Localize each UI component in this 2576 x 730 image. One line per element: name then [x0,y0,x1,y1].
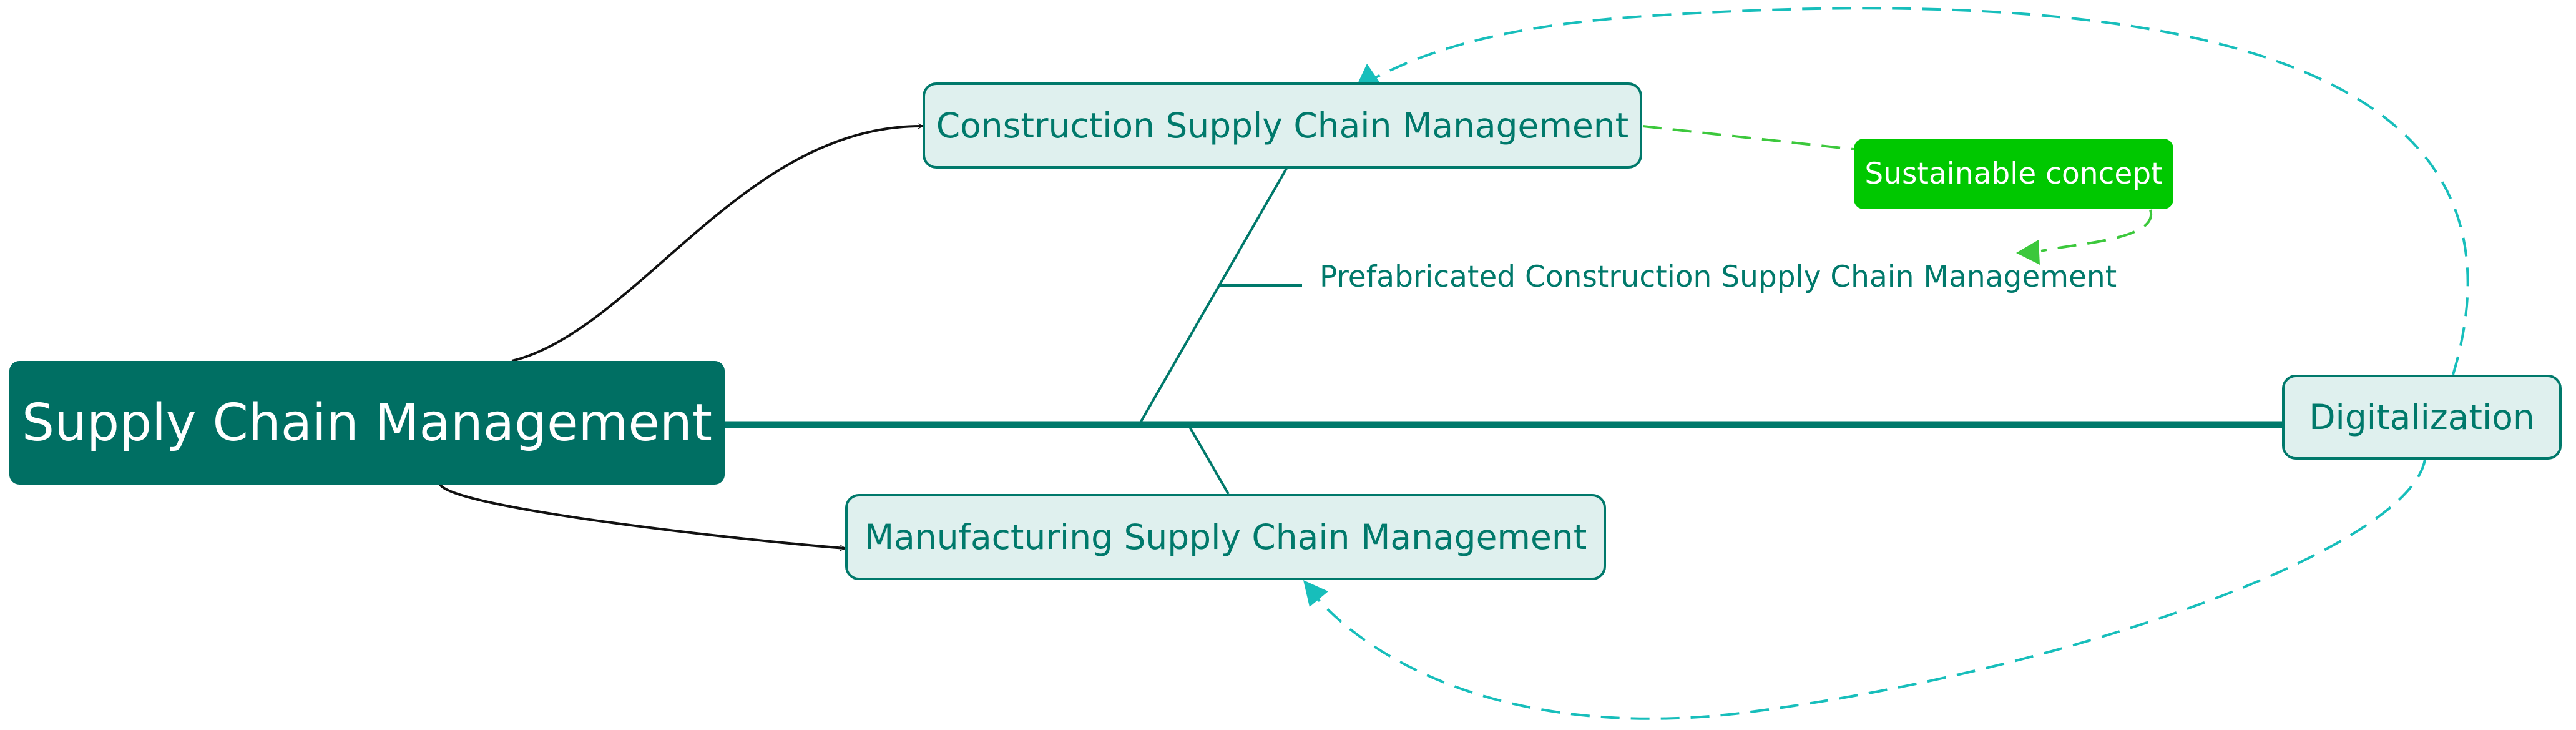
relationship-root-to-mscm [439,483,845,548]
subtopic-prefabricated-scm[interactable]: Prefabricated Construction Supply Chain … [1320,260,2117,294]
relationship-cscm-to-sustain [1642,125,1854,150]
relationship-dig-to-mscm [1316,459,2426,720]
floating-topic-sustainable-concept[interactable]: Sustainable concept [1854,139,2173,209]
branch-line-cscm [1138,168,1288,425]
arrowhead-dig-to-cscm [1357,64,1382,86]
topic-construction-scm[interactable]: Construction Supply Chain Management [923,82,1642,169]
topic-manufacturing-scm[interactable]: Manufacturing Supply Chain Management [845,494,1606,580]
relationship-root-to-cscm [511,126,923,362]
topic-digitalization[interactable]: Digitalization [2282,375,2562,460]
relationship-sustain-to-pcscm [2040,209,2153,252]
root-topic[interactable]: Supply Chain Management [9,361,725,485]
arrowhead-dig-to-mscm [1303,580,1328,607]
relationship-dig-to-cscm [1373,7,2469,375]
topic-label: Construction Supply Chain Management [936,106,1629,146]
topic-label: Digitalization [2309,397,2535,437]
floating-topic-label: Sustainable concept [1864,157,2163,191]
branch-line-mscm [1188,425,1230,495]
root-topic-label: Supply Chain Management [22,393,712,453]
arrowhead-sustain-to-pcscm [2016,240,2040,265]
topic-label: Manufacturing Supply Chain Management [864,517,1587,557]
